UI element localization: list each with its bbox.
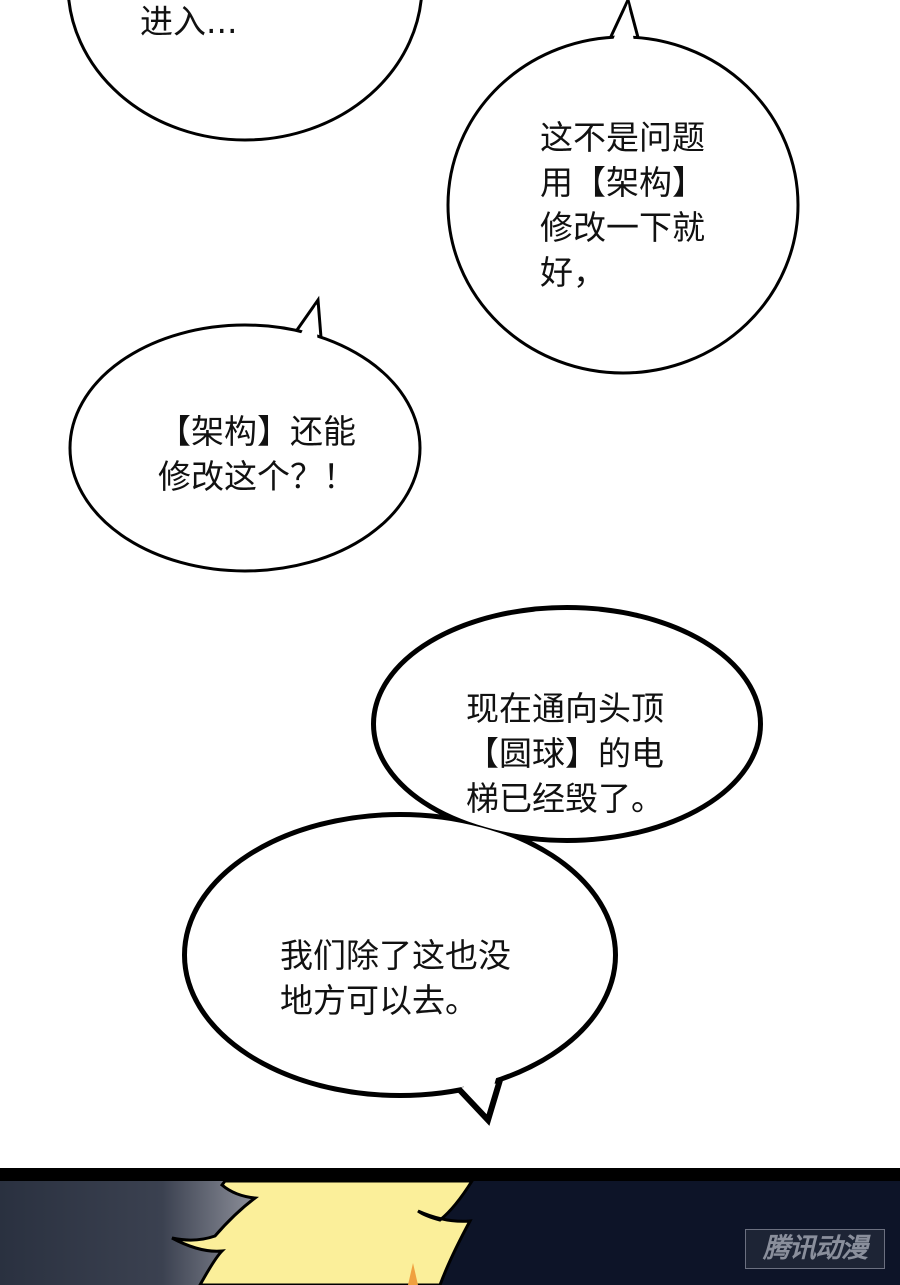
text-line: 修改一下就 [540,208,705,247]
bubble-3-text: 【架构】还能 修改这个？！ [158,409,356,499]
bubble-2-text: 这不是问题 用【架构】 修改一下就 好， [540,115,705,295]
bubble-4-5-combined [182,605,763,1126]
text-line: 地方可以去。 [280,981,478,1020]
watermark-logo: 腾讯动漫 [745,1229,885,1269]
bubble-5-text: 我们除了这也没 地方可以去。 [280,933,511,1023]
bubble-1-text: 进入... [140,0,237,44]
text-line: 修改这个？！ [158,457,356,496]
hair-scene [0,1168,900,1285]
watermark-text: 腾讯动漫 [763,1233,868,1264]
text-line: 进入... [140,2,238,41]
text-line: 【架构】还能 [158,412,356,451]
bubble-1 [67,0,423,142]
text-line: 这不是问题 [540,118,705,157]
hair-shape [171,1179,475,1285]
speech-bubbles [67,0,800,1126]
bubble-4-text: 现在通向头顶 【圆球】的电 梯已经毁了。 [466,687,664,822]
text-line: 【圆球】的电 [466,734,664,773]
text-line: 我们除了这也没 [280,936,511,975]
next-panel-illustration: 腾讯动漫 [0,1168,900,1285]
text-line: 用【架构】 [540,163,705,202]
text-line: 好， [540,253,606,292]
bubble-3 [68,323,422,573]
text-line: 梯已经毁了。 [466,779,664,818]
text-line: 现在通向头顶 [466,689,664,728]
